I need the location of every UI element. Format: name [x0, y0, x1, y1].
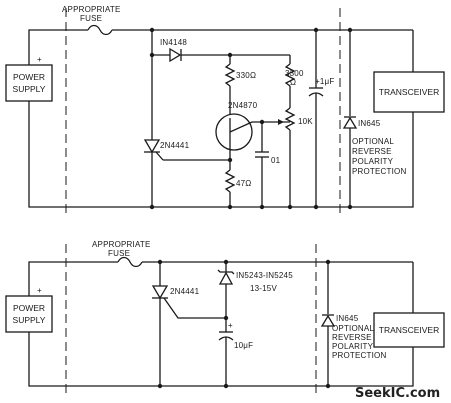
bottom-ground-rail — [28, 332, 414, 387]
bottom-circuit: POWER SUPPLY + APPROPRIATE FUSE TRANSCEI… — [5, 240, 445, 395]
top-junction-dot — [347, 27, 353, 33]
bottom-zener-voltage: 13-15V — [250, 284, 277, 293]
top-in645-label: IN645 — [358, 119, 381, 128]
bottom-optional-text: PROTECTION — [332, 351, 386, 360]
top-junction-dot — [227, 52, 233, 58]
top-scr-label: 2N4441 — [160, 141, 190, 150]
top-resistor-3300 — [284, 63, 296, 87]
top-plus-mark: + — [37, 55, 42, 64]
top-junction-dot — [227, 204, 233, 210]
top-pot-wiper — [278, 119, 284, 125]
top-scr-gate — [155, 151, 164, 161]
top-power-supply-label: POWER — [13, 72, 45, 82]
bottom-junction-dot — [157, 259, 163, 265]
bottom-junction-dot — [223, 315, 229, 321]
bottom-fuse — [117, 256, 143, 268]
watermark: SeekIC.com — [355, 386, 440, 401]
bottom-optional-text: POLARITY — [332, 342, 374, 351]
top-diode-label: IN4148 — [160, 38, 187, 47]
bottom-optional-text: OPTIONAL — [332, 324, 374, 333]
bottom-zener-diode — [218, 271, 234, 285]
bottom-plus-mark: + — [37, 286, 42, 295]
top-r47-label: 47Ω — [236, 179, 251, 188]
top-junction-dot — [149, 52, 155, 58]
top-optional-text: POLARITY — [352, 157, 394, 166]
top-r330-label: 330Ω — [236, 71, 256, 80]
top-power-supply-label: SUPPLY — [13, 84, 46, 94]
top-transceiver-box — [373, 71, 445, 113]
bottom-transceiver-box — [373, 312, 445, 348]
bottom-fuse-label: APPROPRIATE — [92, 240, 151, 249]
bottom-cap-label: 10μF — [234, 341, 253, 350]
top-resistor-330 — [224, 63, 236, 87]
top-optional-text: REVERSE — [352, 147, 392, 156]
top-ujt-2n4870 — [215, 113, 253, 151]
top-ground-rail — [28, 101, 414, 208]
bottom-fuse-label: FUSE — [108, 249, 130, 258]
bottom-power-supply-label: POWER — [13, 303, 45, 313]
top-cap01-label: 01 — [271, 156, 281, 165]
bottom-scr-gate — [163, 297, 226, 319]
bottom-junction-dot — [223, 383, 229, 389]
top-scr-2n4441 — [143, 139, 161, 154]
top-optional-text: PROTECTION — [352, 167, 406, 176]
bottom-power-supply-box — [5, 295, 53, 333]
top-transceiver-label: TRANSCEIVER — [379, 87, 439, 97]
top-fuse-label: APPROPRIATE — [62, 5, 121, 14]
bottom-junction-dot — [325, 259, 331, 265]
bottom-transceiver-label: TRANSCEIVER — [379, 325, 439, 335]
top-pot-10k — [284, 107, 296, 131]
bottom-junction-dot — [157, 383, 163, 389]
top-junction-dot — [227, 157, 233, 163]
bottom-scr-label: 2N4441 — [170, 287, 200, 296]
top-fuse — [87, 24, 113, 36]
top-junction-dot — [313, 27, 319, 33]
top-junction-dot — [347, 204, 353, 210]
top-ujt-label: 2N4870 — [228, 101, 258, 110]
bottom-rail-left — [28, 261, 118, 296]
top-cap1uf-label: +1μF — [315, 77, 334, 86]
top-r3300-label: 3300 — [285, 69, 304, 78]
top-resistor-47 — [224, 169, 236, 193]
top-rail-left — [28, 29, 88, 65]
top-pot-label: 10K — [298, 117, 313, 126]
top-diode-in4148 — [169, 47, 182, 63]
top-junction-dot — [259, 204, 265, 210]
bottom-scr-2n4441 — [151, 285, 169, 300]
bottom-junction-dot — [223, 259, 229, 265]
bottom-optional-text: REVERSE — [332, 333, 372, 342]
bottom-cap-plus: + — [228, 321, 233, 330]
bottom-power-supply-label: SUPPLY — [13, 315, 46, 325]
bottom-junction-dot — [325, 383, 331, 389]
bottom-zener-label: IN5243-IN5245 — [236, 271, 293, 280]
top-optional-text: OPTIONAL — [352, 137, 394, 146]
top-r3300-unit: Ω — [290, 78, 296, 87]
top-circuit: POWER SUPPLY + APPROPRIATE FUSE TRANSCEI… — [5, 5, 445, 218]
top-diode-in645 — [342, 116, 358, 129]
top-ujt-emitter — [229, 121, 253, 133]
top-junction-dot — [149, 204, 155, 210]
top-junction-dot — [287, 204, 293, 210]
top-power-supply-box — [5, 64, 53, 102]
bottom-zener-bar — [217, 269, 235, 275]
top-junction-dot — [259, 119, 265, 125]
top-junction-dot — [149, 27, 155, 33]
bottom-in645-label: IN645 — [336, 314, 359, 323]
top-fuse-label: FUSE — [80, 14, 102, 23]
top-junction-dot — [313, 204, 319, 210]
